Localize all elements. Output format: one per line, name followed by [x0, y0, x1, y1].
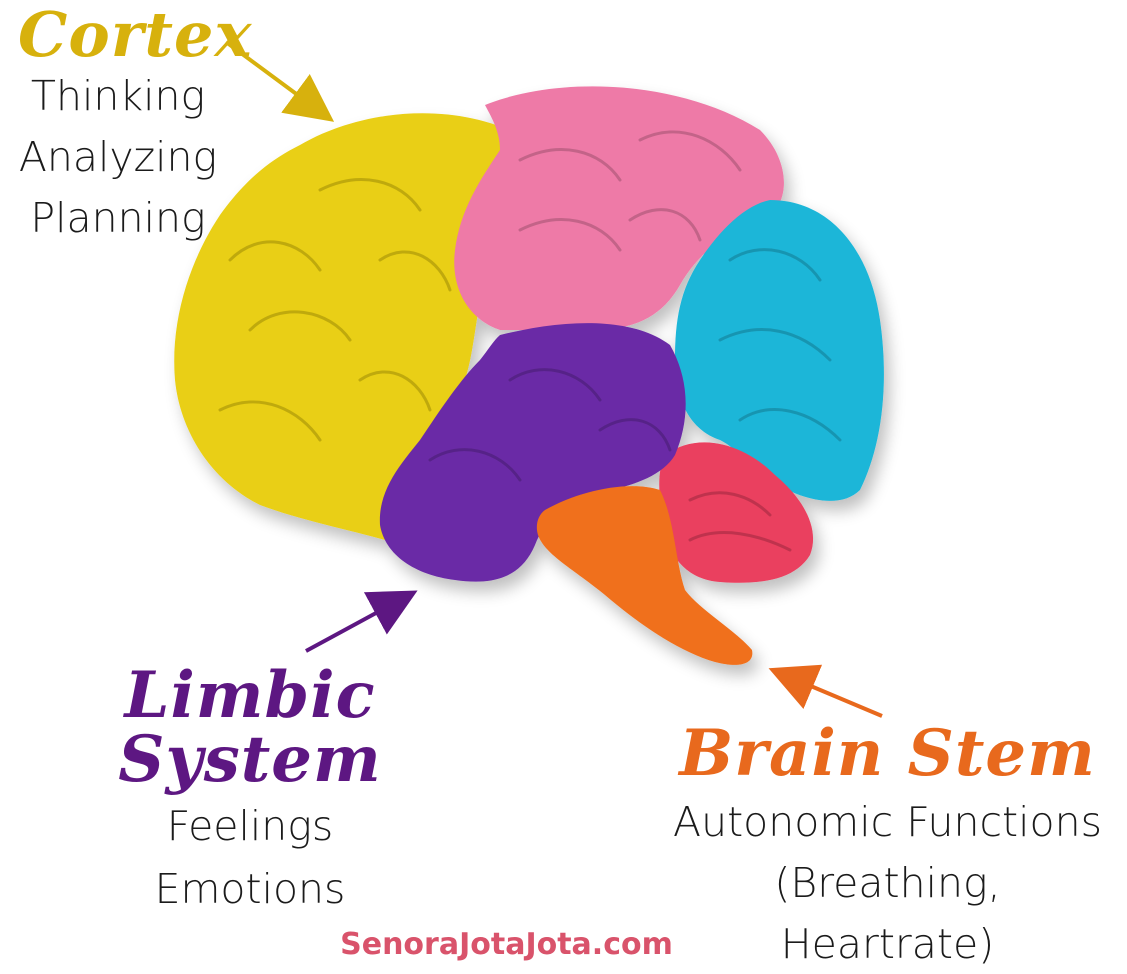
stem-function-breathing: (Breathing,: [660, 863, 1115, 904]
stem-arrow: [787, 676, 882, 716]
site-credit[interactable]: SenoraJotaJota.com: [334, 927, 679, 962]
brain-lobes: [174, 86, 884, 664]
cortex-title: Cortex: [18, 4, 218, 66]
cortex-label-block: Cortex Thinking Analyzing Planning: [18, 4, 218, 259]
stem-label-block: Brain Stem Autonomic Functions (Breathin…: [660, 722, 1115, 974]
limbic-function-feelings: Feelings: [40, 806, 460, 847]
stem-function-autonomic: Autonomic Functions: [660, 802, 1115, 843]
stem-function-heartrate: Heartrate): [660, 924, 1115, 965]
limbic-arrow: [306, 600, 400, 651]
stem-title: Brain Stem: [660, 722, 1115, 786]
cortex-function-analyzing: Analyzing: [18, 137, 218, 178]
limbic-label-block: Limbic System Feelings Emotions: [40, 664, 460, 932]
cortex-function-planning: Planning: [18, 198, 218, 239]
limbic-function-emotions: Emotions: [40, 869, 460, 910]
cortex-function-thinking: Thinking: [18, 76, 218, 117]
limbic-title: Limbic System: [40, 664, 460, 792]
